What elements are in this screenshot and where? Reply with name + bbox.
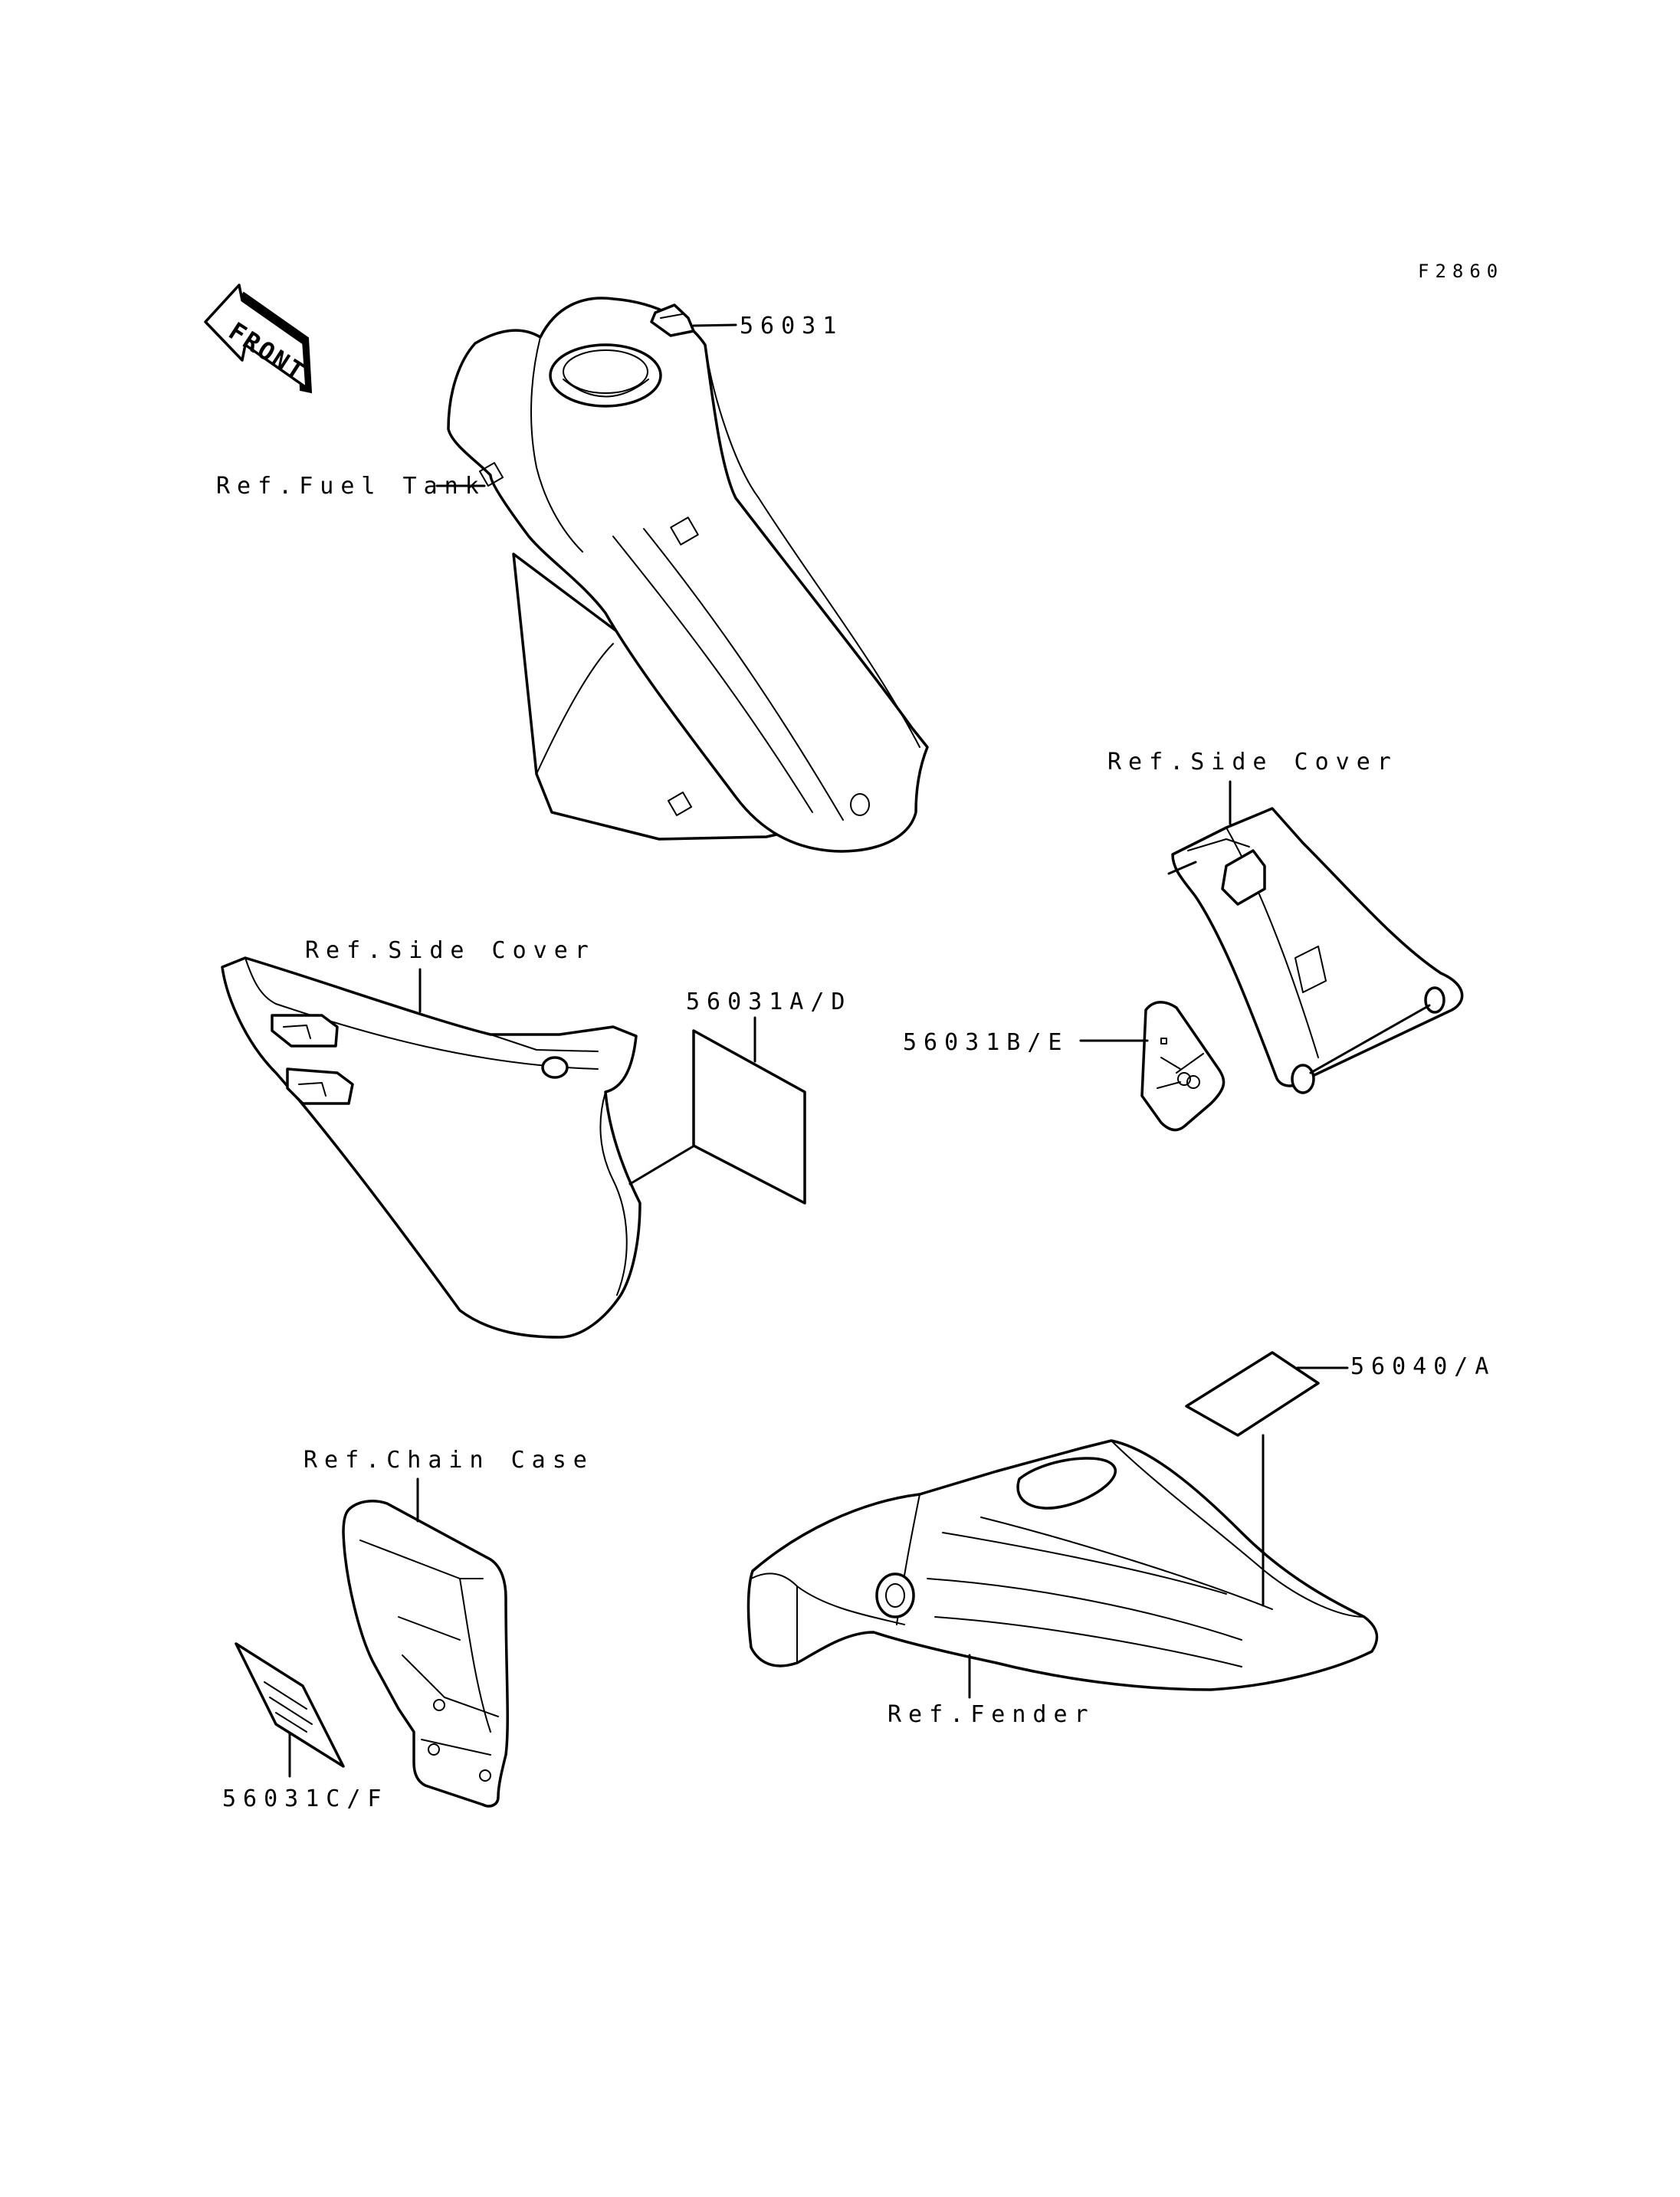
callout-56031b-e: 56031B/E <box>903 1029 1069 1056</box>
ref-side-cover-left-label: Ref.Side Cover <box>305 937 596 964</box>
decal-56031[interactable]: 56031 <box>650 303 843 339</box>
ref-fuel-tank-label: Ref.Fuel Tank <box>216 473 486 500</box>
ref-fender: Ref.Fender <box>888 1654 1095 1728</box>
callout-56031: 56031 <box>740 313 843 339</box>
callout-56040-a: 56040/A <box>1350 1353 1495 1380</box>
callout-56031a-d: 56031A/D <box>686 989 852 1015</box>
decal-56031b-e[interactable]: 56031B/E <box>903 1001 1226 1132</box>
fender[interactable] <box>746 1439 1379 1691</box>
ref-side-cover-right-label: Ref.Side Cover <box>1107 749 1398 776</box>
callout-56031c-f: 56031C/F <box>222 1785 389 1812</box>
chain-case[interactable] <box>342 1500 509 1808</box>
decal-56040-a[interactable]: 56040/A <box>1185 1351 1495 1607</box>
figure-code: F2860 <box>1418 261 1504 282</box>
decal-56031a-d[interactable]: 56031A/D <box>628 989 852 1205</box>
ref-side-cover-right: Ref.Side Cover <box>1107 749 1398 825</box>
side-cover-left[interactable] <box>221 956 641 1339</box>
ref-fuel-tank: Ref.Fuel Tank <box>216 473 486 500</box>
ref-chain-case: Ref.Chain Case <box>304 1447 594 1523</box>
side-cover-right[interactable] <box>1167 807 1464 1094</box>
ref-chain-case-label: Ref.Chain Case <box>304 1447 594 1474</box>
front-arrow-icon: FRONT <box>204 284 313 394</box>
ref-fender-label: Ref.Fender <box>888 1701 1095 1728</box>
fuel-tank[interactable] <box>447 297 929 853</box>
ref-side-cover-left: Ref.Side Cover <box>305 937 596 1013</box>
decal-56031c-f[interactable]: 56031C/F <box>222 1642 389 1812</box>
